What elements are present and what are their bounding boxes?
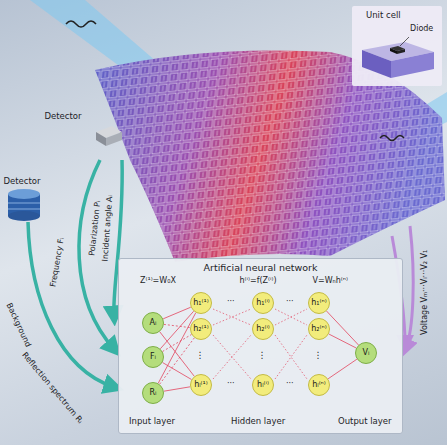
- neuron-label: Rᵢ: [150, 389, 157, 397]
- formula: h⁽ⁱ⁾=f(Z⁽ⁱ⁾): [240, 277, 277, 286]
- wave-symbol: [66, 21, 96, 27]
- neuron-connection: [163, 307, 191, 319]
- arrow-label: Polarization Pᵢ: [88, 200, 103, 256]
- dotted-link: [213, 309, 251, 325]
- neuron-label: h₁⁽¹⁾: [193, 299, 208, 307]
- hidden-neuron: h₁⁽ⁱ⁾: [252, 292, 274, 314]
- input-neuron: Aᵢ: [142, 312, 164, 334]
- neuron-connection: [329, 334, 356, 348]
- formula: V=Wₙh⁽ⁿ⁾: [313, 277, 348, 286]
- neuron-connection: [164, 324, 190, 327]
- neuron-label: h₂⁽¹⁾: [193, 325, 208, 333]
- neuron-connection: [160, 338, 195, 384]
- neuron-label: hₗ⁽¹⁾: [194, 381, 208, 389]
- neuron-label: hₗ⁽ⁱ⁾: [257, 381, 269, 389]
- ellipsis: ···: [227, 380, 235, 389]
- hidden-neuron: h₂⁽ⁱ⁾: [252, 318, 274, 340]
- neuron-connection: [327, 311, 359, 345]
- wave-symbol: [380, 136, 404, 141]
- dotted-link: [213, 335, 251, 379]
- layer-label: Hidden layer: [231, 417, 285, 426]
- ellipsis: ⋮: [258, 351, 267, 361]
- arrow-label: Frequency Fᵢ: [49, 237, 66, 288]
- neuron-connection: [164, 387, 190, 391]
- dotted-link: [275, 309, 307, 325]
- layer-label: Input layer: [129, 417, 175, 426]
- unit-cell-ground: [352, 6, 442, 86]
- hidden-neuron: hₗ⁽¹⁾: [190, 374, 212, 396]
- device-label: Detector: [4, 177, 41, 186]
- leader-line: [400, 37, 409, 46]
- device-label: Detector: [45, 112, 82, 121]
- neuron-label: Vᵢ: [363, 349, 370, 357]
- arrow-label: Voltage Vₘ···Vᵢ···V₂ V₁: [421, 249, 430, 334]
- hidden-neuron: h₂⁽¹⁾: [190, 318, 212, 340]
- unit-cell-inset: Unit cellDiode: [352, 6, 442, 86]
- hidden-neuron: hₗ⁽ⁿ⁾: [308, 374, 330, 396]
- dotted-link: [275, 335, 307, 379]
- data-arrow: [28, 222, 114, 387]
- neuron-connection: [163, 363, 192, 380]
- hidden-neuron: h₁⁽ⁿ⁾: [308, 292, 330, 314]
- output-neuron: Vᵢ: [355, 342, 377, 364]
- hidden-neuron: h₁⁽¹⁾: [190, 292, 212, 314]
- detector-device: [96, 126, 122, 146]
- neuron-label: Fᵢ: [150, 353, 156, 361]
- data-arrow: [79, 160, 114, 349]
- input-neuron: Rᵢ: [142, 382, 164, 404]
- hidden-neuron: h₂⁽ⁿ⁾: [308, 318, 330, 340]
- unit-cell-block: [362, 42, 434, 78]
- neuron-label: Aᵢ: [150, 319, 157, 327]
- ellipsis: ⋮: [196, 351, 205, 361]
- ellipsis: ···: [227, 298, 235, 307]
- neuron-connection: [160, 332, 195, 377]
- detector-cylinder: [8, 189, 40, 221]
- input-neuron: Fᵢ: [142, 346, 164, 368]
- ellipsis: ···: [286, 380, 294, 389]
- neuron-label: h₁⁽ⁿ⁾: [311, 299, 326, 307]
- dotted-link: [213, 309, 251, 325]
- neuron-connection: [328, 359, 357, 379]
- arrow-label: Incident angle Aᵢ: [102, 194, 115, 261]
- formula: Z⁽¹⁾=W₀X: [140, 277, 176, 286]
- dotted-link: [275, 309, 307, 325]
- neuron-label: h₁⁽ⁱ⁾: [256, 299, 270, 307]
- layer-label: Output layer: [338, 417, 392, 426]
- ellipsis: ···: [286, 298, 294, 307]
- hidden-neuron: hₗ⁽ⁱ⁾: [252, 374, 274, 396]
- voltage-arrow: [406, 226, 413, 348]
- inset-title: Unit cell: [366, 10, 401, 20]
- neuron-label: h₂⁽ⁱ⁾: [256, 325, 270, 333]
- dotted-link: [275, 335, 307, 379]
- part-label: Diode: [410, 24, 433, 33]
- neuron-label: h₂⁽ⁿ⁾: [311, 325, 326, 333]
- neuron-connection: [163, 335, 192, 352]
- panel-title: Artificial neural network: [119, 262, 402, 273]
- dotted-link: [213, 335, 251, 379]
- neuron-label: hₗ⁽ⁿ⁾: [312, 381, 326, 389]
- ellipsis: ⋮: [314, 351, 323, 361]
- arrow-label: Background: [4, 301, 32, 348]
